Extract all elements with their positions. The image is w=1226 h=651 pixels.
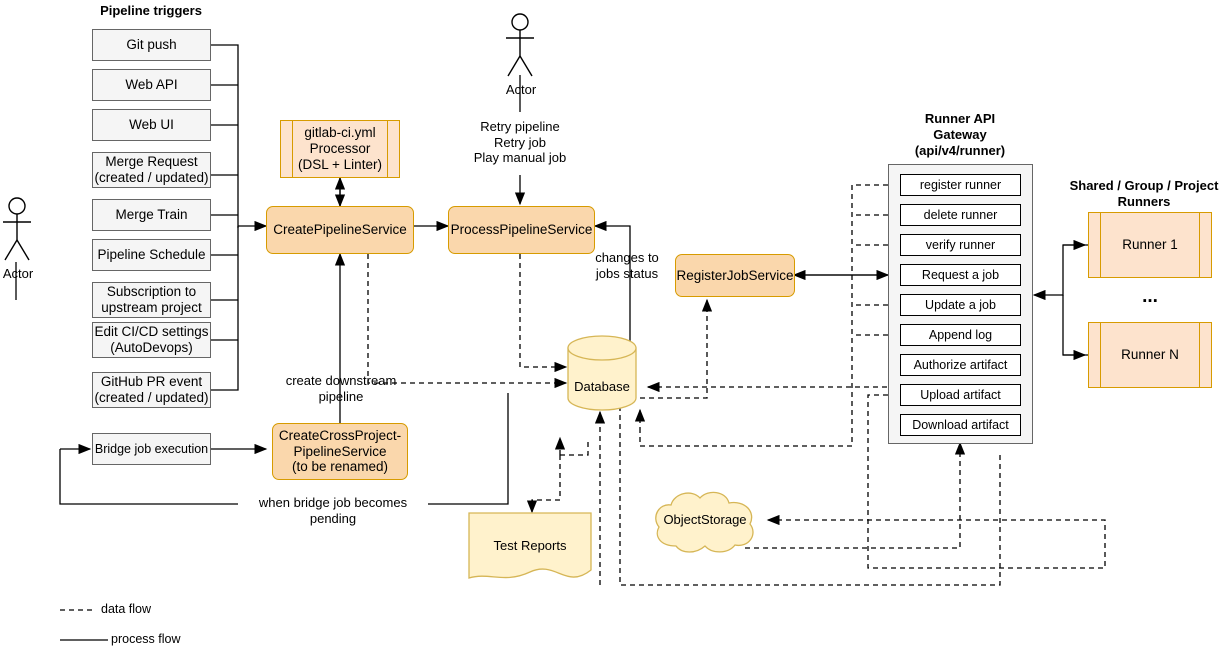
database-label: Database [574,379,630,394]
api-endpoint-register-runner[interactable]: register runner [900,174,1021,196]
api-endpoint-update-a-job[interactable]: Update a job [900,294,1021,316]
component-bar-right [1199,323,1200,387]
component-bar-left [1100,323,1101,387]
retry-line2: Retry job [493,134,547,150]
api-endpoint-verify-runner[interactable]: verify runner [900,234,1021,256]
runner-api-gateway-heading-line2: Gateway [933,126,987,142]
gitlab-ci-yml-processor: gitlab-ci.yml Processor (DSL + Linter) [280,120,400,178]
retry-line3: Play manual job [473,150,567,166]
object-storage-shape [655,491,754,553]
api-endpoint-request-a-job[interactable]: Request a job [900,264,1021,286]
actor-left-label: Actor [2,266,34,281]
legend-process-flow-label: process flow [111,632,181,646]
yml-processor-line2: Processor [309,141,371,157]
api-endpoint-append-log[interactable]: Append log [900,324,1021,346]
trigger-merge-request-line2: (created / updated) [94,170,209,185]
runners-group-heading-line1: Shared / Group / Project [1069,178,1219,193]
changes-line1: changes to [595,250,659,265]
create-downstream-pipeline-label: create downstream pipeline [274,373,408,404]
api-endpoint-download-artifact[interactable]: Download artifact [900,414,1021,436]
create-pipeline-service[interactable]: CreatePipelineService [266,206,414,254]
cross-project-line3: (to be renamed) [291,459,389,475]
runners-ellipsis: ... [1142,286,1158,307]
runner-api-gateway-heading-line1: Runner API [924,111,996,126]
api-endpoint-upload-artifact[interactable]: Upload artifact [900,384,1021,406]
component-bar-right [1199,213,1200,277]
trigger-edit-cicd-settings: Edit CI/CD settings (AutoDevops) [92,322,211,358]
runner-api-gateway-heading: Runner API Gateway (api/v4/runner) [880,111,1040,159]
runners-group-heading: Shared / Group / Project Runners [1062,178,1226,210]
actor-top-figure [506,13,534,77]
database-shape [567,335,637,411]
component-bar-left [1100,213,1101,277]
cross-project-line1: CreateCrossProject- [278,427,402,443]
yml-processor-line1: gitlab-ci.yml [304,125,376,141]
changes-to-jobs-status-label: changes to jobs status [586,250,668,281]
runner-n-label: Runner N [1121,347,1179,363]
yml-processor-line3: (DSL + Linter) [298,156,382,172]
runners-group-heading-line2: Runners [1117,193,1171,209]
runner-n: Runner N [1088,322,1212,388]
api-endpoint-delete-runner[interactable]: delete runner [900,204,1021,226]
process-pipeline-service[interactable]: ProcessPipelineService [448,206,595,254]
legend-data-flow-label: data flow [101,602,152,616]
trigger-github-pr-event: GitHub PR event (created / updated) [92,372,211,408]
test-reports-shape [468,512,592,579]
pipeline-triggers-heading: Pipeline triggers [100,3,202,18]
create-cross-project-pipeline-service: CreateCrossProject- PipelineService (to … [272,423,408,480]
trigger-merge-request: Merge Request (created / updated) [92,152,211,188]
trigger-subscription-line1: Subscription to [106,284,197,300]
runner-1-label: Runner 1 [1122,237,1178,253]
trigger-subscription-line2: upstream project [101,300,202,315]
object-storage-label: ObjectStorage [663,512,747,527]
actor-top-label: Actor [505,82,537,97]
trigger-edit-cicd-line1: Edit CI/CD settings [94,324,209,340]
trigger-merge-train[interactable]: Merge Train [92,199,211,231]
trigger-github-pr-line2: (created / updated) [94,390,209,405]
trigger-web-api[interactable]: Web API [92,69,211,101]
trigger-edit-cicd-line2: (AutoDevops) [110,340,193,355]
downstream-line1: create downstream [285,373,397,388]
changes-line2: jobs status [595,265,659,281]
retry-edge-label: Retry pipeline Retry job Play manual job [454,119,586,166]
test-reports-label: Test Reports [493,538,567,553]
trigger-subscription-upstream: Subscription to upstream project [92,282,211,318]
register-job-service[interactable]: RegisterJobService [675,254,795,297]
trigger-github-pr-line1: GitHub PR event [100,374,203,390]
cross-project-line2: PipelineService [293,443,387,459]
trigger-merge-request-line1: Merge Request [105,154,198,170]
runner-api-gateway-heading-line3: (api/v4/runner) [914,142,1006,158]
component-bar-left [292,121,293,177]
when-bridge-job-pending-label: when bridge job becomes pending [238,495,428,527]
trigger-git-push[interactable]: Git push [92,29,211,61]
retry-line1: Retry pipeline [480,119,560,134]
trigger-bridge-job-execution[interactable]: Bridge job execution [92,433,211,465]
trigger-pipeline-schedule[interactable]: Pipeline Schedule [92,239,211,271]
actor-left-figure [3,197,31,261]
trigger-web-ui[interactable]: Web UI [92,109,211,141]
component-bar-right [387,121,388,177]
runner-1: Runner 1 [1088,212,1212,278]
downstream-line2: pipeline [318,388,364,404]
api-endpoint-authorize-artifact[interactable]: Authorize artifact [900,354,1021,376]
